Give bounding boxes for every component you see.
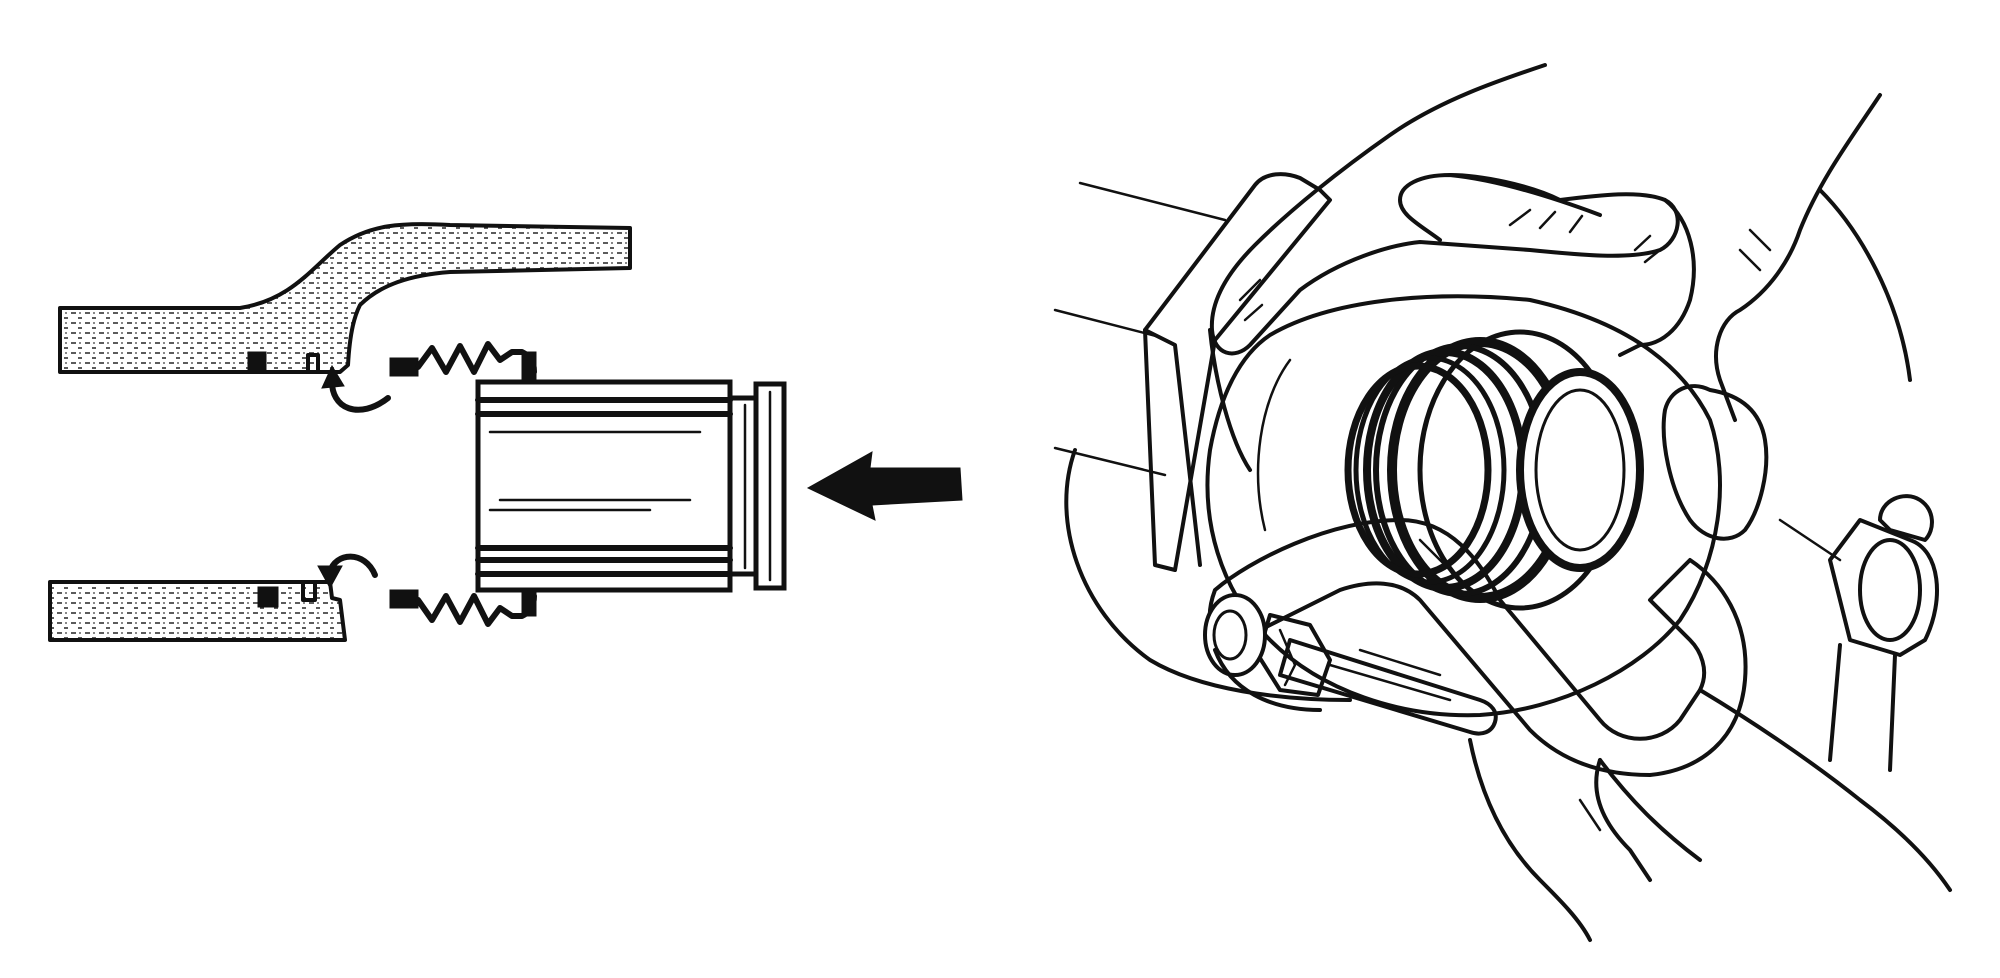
- hand-upper: [1208, 63, 1696, 472]
- seal-curved-arrow-lower: [317, 553, 378, 590]
- c-clamp: [1203, 518, 1748, 777]
- piston-seal-groove-lower: [257, 580, 317, 608]
- brake-rotor: [1064, 448, 1352, 702]
- hand-lower: [1213, 648, 1952, 942]
- caliper-housing-upper: [58, 222, 632, 374]
- wheel-hub-knob: [1778, 494, 1939, 772]
- seal-curved-arrow-upper: [321, 364, 391, 413]
- push-direction-arrow: [806, 451, 963, 521]
- caliper-housing-lower: [48, 580, 347, 642]
- hand-right: [1661, 93, 1912, 541]
- caliper-piston-installed: [1344, 329, 1644, 611]
- caliper-cross-section: [48, 222, 963, 642]
- brake-caliper: [1143, 172, 1722, 718]
- piston-seal-groove-upper: [247, 351, 320, 374]
- dust-boot-upper: [389, 341, 537, 383]
- clamp-installation-drawing: [1053, 63, 1952, 942]
- caliper-piston: [475, 379, 787, 593]
